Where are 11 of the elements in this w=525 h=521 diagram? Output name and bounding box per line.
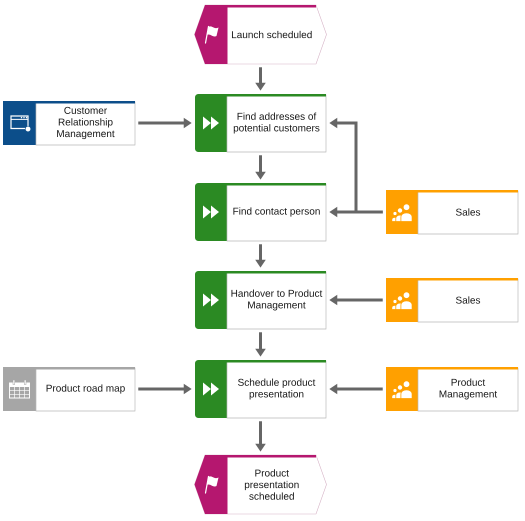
event-hexagon: Launch scheduled bbox=[194, 4, 327, 64]
role-box: Product Management bbox=[386, 367, 518, 412]
function-box: Find contact person bbox=[195, 183, 326, 242]
system-box: Customer Relationship Management bbox=[3, 101, 136, 146]
role-box: Sales bbox=[386, 278, 518, 322]
function-box: Schedule product presentation bbox=[195, 360, 326, 418]
function-box: Handover to Product Management bbox=[195, 271, 326, 330]
event-hexagon: Product presentation scheduled bbox=[194, 454, 327, 514]
function-box: Find addresses of potential customers bbox=[195, 94, 326, 152]
role-box: Sales bbox=[386, 190, 518, 234]
information-box: Product road map bbox=[3, 367, 136, 412]
